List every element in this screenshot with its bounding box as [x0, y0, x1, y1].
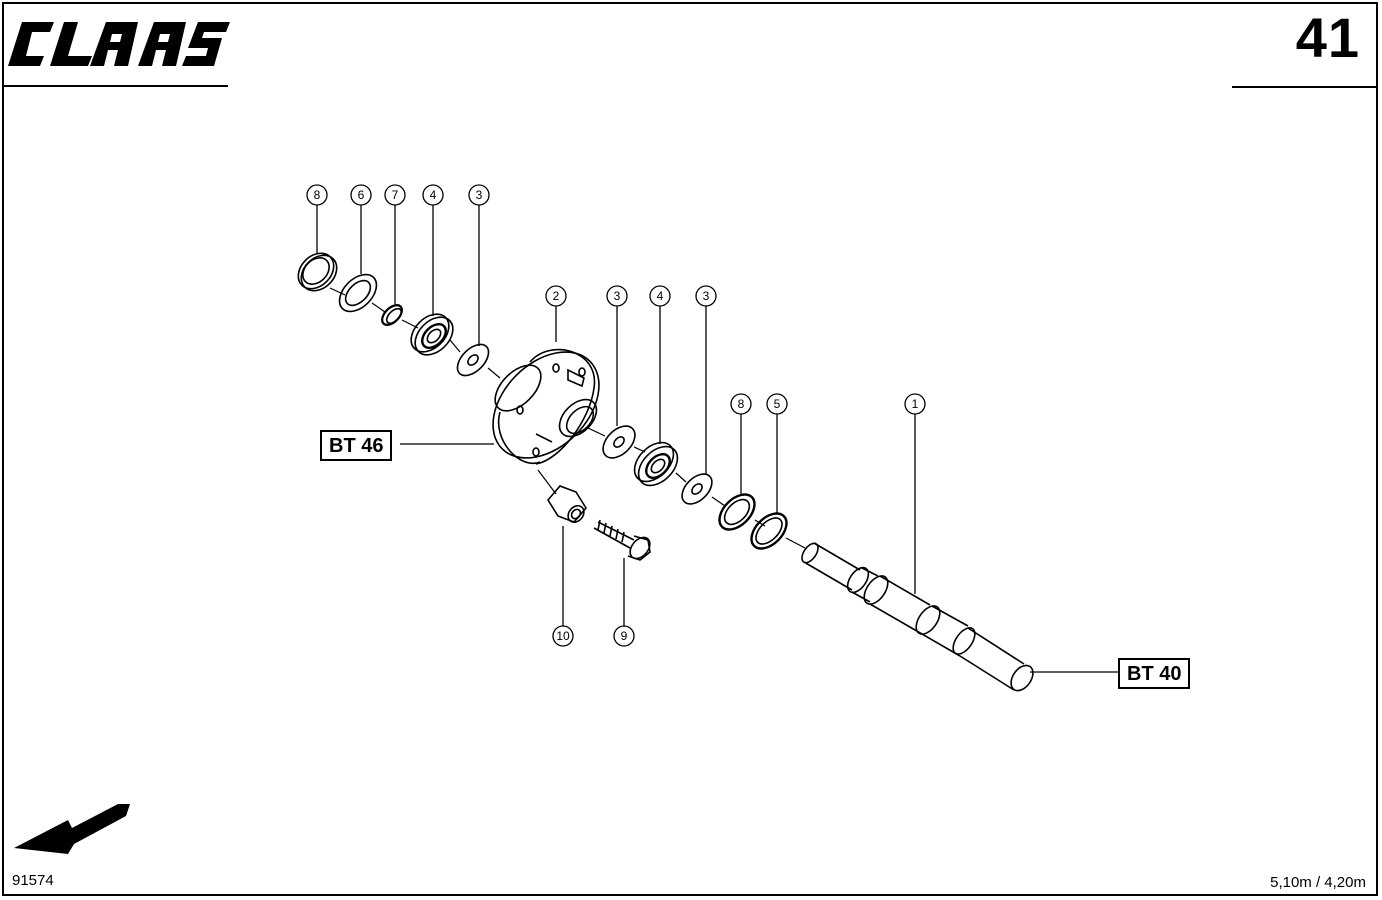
- assembly-axis: [329, 287, 806, 549]
- part-3-spacer-right: [681, 473, 713, 505]
- part-8-seal-ring-right: [718, 493, 756, 531]
- part-5-washer: [750, 512, 788, 550]
- part-9-wheel-stud: [593, 519, 651, 561]
- callout-3-a: [468, 184, 490, 206]
- callout-3-b: [606, 285, 628, 307]
- drawing-code: 91574: [12, 872, 54, 889]
- part-8-seal-ring: [297, 252, 338, 292]
- callout-label: 3: [703, 289, 710, 303]
- callout-label: 9: [621, 629, 628, 643]
- callout-label: 4: [657, 289, 664, 303]
- callout-label: 2: [553, 289, 560, 303]
- callout-label: 3: [476, 188, 483, 202]
- callout-bubbles: [306, 184, 926, 647]
- part-3-spacer-middle: [602, 425, 636, 459]
- arrow-down-left-icon: [14, 804, 130, 854]
- callout-3-c: [695, 285, 717, 307]
- part-4-bearing-left: [410, 313, 454, 356]
- callout-7: [384, 184, 406, 206]
- leader-lines: [316, 205, 1118, 673]
- callout-label: 7: [392, 188, 399, 202]
- part-2-wheel-hub: [492, 348, 600, 465]
- part-10-wheel-nut: [547, 485, 587, 524]
- callout-5: [766, 393, 788, 415]
- callout-9: [613, 625, 635, 647]
- header-rule-right: [1232, 86, 1378, 88]
- callout-8-b: [730, 393, 752, 415]
- callout-1: [904, 393, 926, 415]
- callout-label: 3: [614, 289, 621, 303]
- reference-bt46[interactable]: BT 46: [320, 430, 393, 461]
- reference-bt40[interactable]: BT 40: [1118, 658, 1191, 689]
- callout-label: 8: [738, 397, 745, 411]
- callout-label: 5: [774, 397, 781, 411]
- part-6-washer: [338, 273, 378, 313]
- part-3-spacer-left: [456, 343, 490, 377]
- brand-logo: [8, 22, 230, 66]
- part-4-bearing-right: [633, 441, 679, 487]
- part-1-axle-shaft: [801, 542, 1034, 692]
- page-number: 41: [1295, 6, 1360, 69]
- model-info: 5,10m / 4,20m: [1270, 874, 1366, 891]
- callout-8-a: [306, 184, 328, 206]
- callout-10: [552, 625, 574, 647]
- callout-label: 4: [430, 188, 437, 202]
- part-7-circlip: [381, 304, 403, 326]
- callout-4-a: [422, 184, 444, 206]
- callout-4-b: [649, 285, 671, 307]
- callout-label: 6: [358, 188, 365, 202]
- callout-label: 1: [912, 397, 919, 411]
- callout-label: 10: [556, 629, 570, 643]
- callout-label: 8: [314, 188, 321, 202]
- callout-6: [350, 184, 372, 206]
- header-rule-left: [4, 85, 228, 87]
- callout-2: [545, 285, 567, 307]
